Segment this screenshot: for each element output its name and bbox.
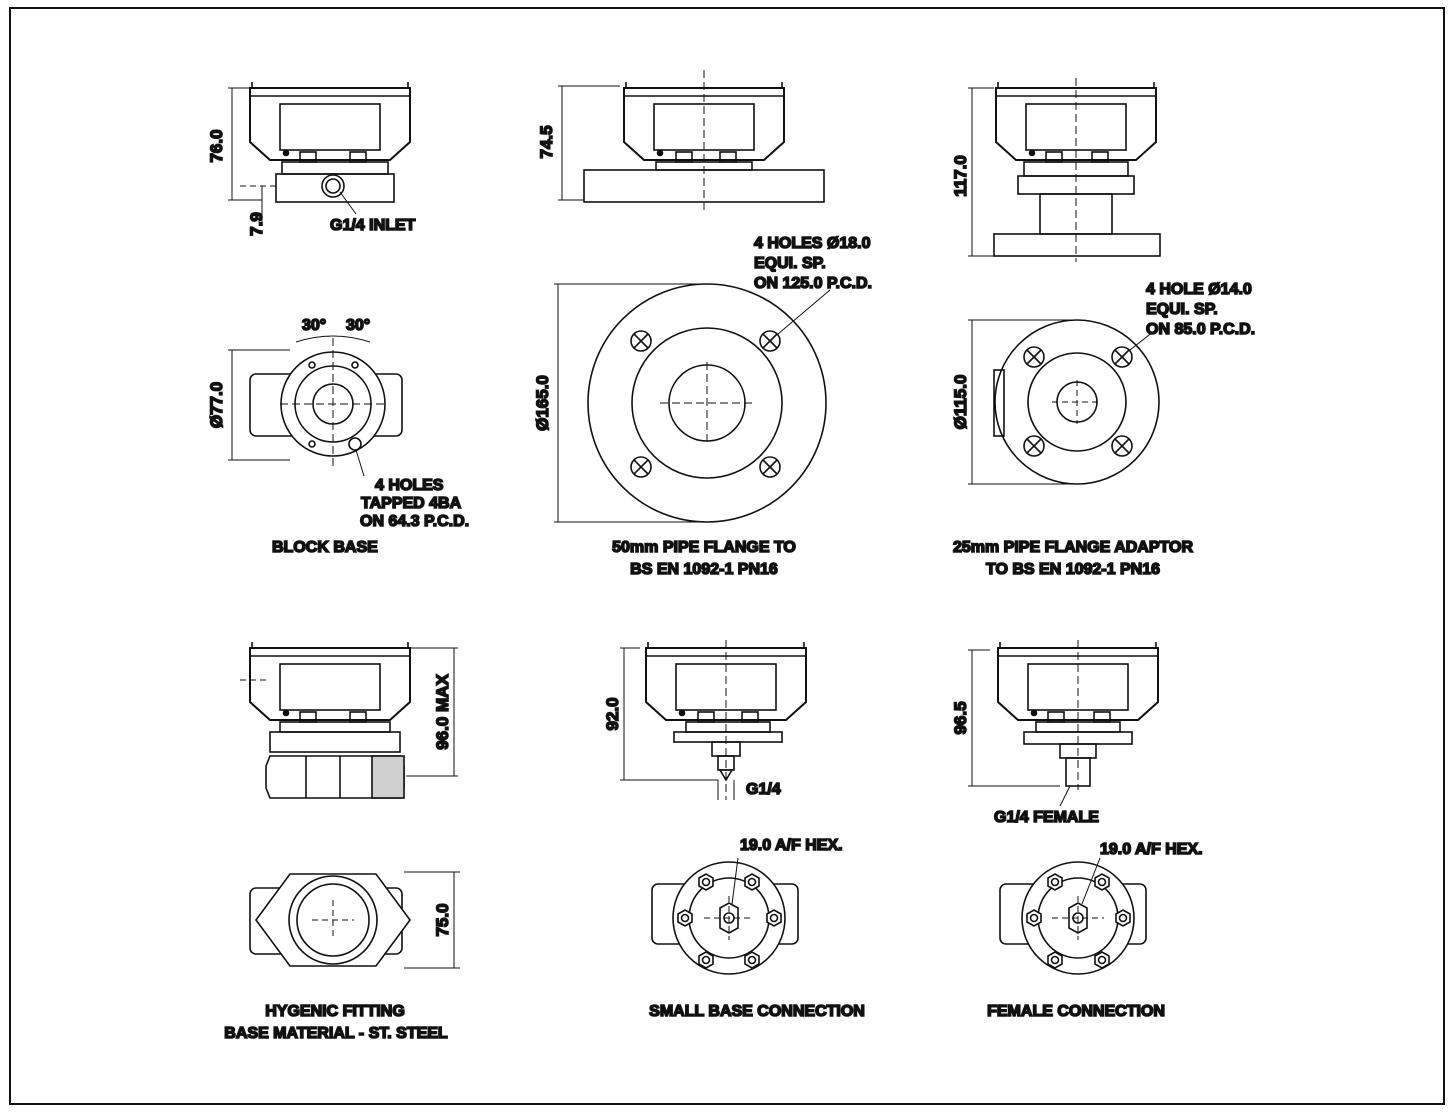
female-hex-label: 19.0 A/F HEX.	[1100, 841, 1203, 858]
flange-25-height-dim: 117.0	[951, 155, 970, 197]
block-base-inlet-offset-dim: 7.9	[247, 212, 266, 236]
flange-50-caption-2: BS EN 1092-1 PN16	[630, 561, 778, 578]
hygenic-caption-2: BASE MATERIAL - ST. STEEL	[224, 1025, 448, 1042]
block-base-caption: BLOCK BASE	[272, 539, 378, 556]
block-base-height-dim: 76.0	[207, 129, 226, 162]
flange-25-plan-view	[968, 319, 1160, 485]
block-base-holes-note-2: TAPPED 4BA	[361, 495, 462, 512]
flange-50-caption-1: 50mm PIPE FLANGE TO	[612, 539, 796, 556]
flange-25-holes-note-1: 4 HOLE Ø14.0	[1146, 281, 1252, 298]
small-base-thread-label: G1/4	[746, 781, 781, 798]
hygenic-caption-1: HYGENIC FITTING	[265, 1003, 405, 1020]
female-side-view	[968, 640, 1159, 807]
flange-25-holes-note-3: ON 85.0 P.C.D.	[1146, 321, 1255, 338]
flange-50-holes-note-1: 4 HOLES Ø18.0	[754, 235, 871, 252]
female-plan-view	[999, 857, 1147, 975]
hygenic-plan-view	[249, 871, 460, 969]
block-base-side-view	[228, 81, 411, 222]
flange-25-diameter-dim: Ø115.0	[951, 375, 970, 430]
flange-50-plan-view	[554, 283, 831, 523]
female-height-dim: 96.5	[951, 701, 970, 734]
block-base-angle-left: 30°	[302, 317, 326, 334]
small-base-hex-label: 19.0 A/F HEX.	[740, 837, 843, 854]
flange-50-holes-note-3: ON 125.0 P.C.D.	[754, 275, 872, 292]
sheet-border	[9, 7, 1445, 1105]
hygenic-side-view	[240, 641, 458, 799]
hygenic-width-dim: 75.0	[433, 903, 452, 936]
female-caption: FEMALE CONNECTION	[987, 1003, 1165, 1020]
hygenic-height-dim: 96.0 MAX	[433, 674, 452, 750]
block-base-angle-right: 30°	[346, 317, 370, 334]
small-base-side-view	[620, 640, 807, 800]
flange-25-caption-1: 25mm PIPE FLANGE ADAPTOR	[953, 539, 1193, 556]
block-base-holes-note-1: 4 HOLES	[375, 477, 444, 494]
block-base-holes-note-3: ON 64.3 P.C.D.	[360, 513, 469, 530]
block-base-inlet-label: G1/4 INLET	[330, 217, 416, 234]
block-base-diameter-dim: Ø77.0	[207, 382, 226, 428]
female-thread-label: G1/4 FEMALE	[994, 809, 1099, 826]
flange-25-side-view	[968, 78, 1161, 262]
small-base-caption: SMALL BASE CONNECTION	[649, 1003, 865, 1020]
small-base-height-dim: 92.0	[603, 697, 622, 730]
flange-50-height-dim: 74.5	[537, 125, 556, 158]
small-base-plan-view	[651, 857, 799, 975]
flange-50-side-view	[558, 70, 825, 212]
flange-25-holes-note-2: EQUI. SP.	[1146, 301, 1218, 318]
flange-50-holes-note-2: EQUI. SP.	[754, 255, 826, 272]
flange-25-caption-2: TO BS EN 1092-1 PN16	[986, 561, 1160, 578]
block-base-plan-view	[228, 335, 403, 477]
flange-50-diameter-dim: Ø165.0	[533, 375, 552, 431]
